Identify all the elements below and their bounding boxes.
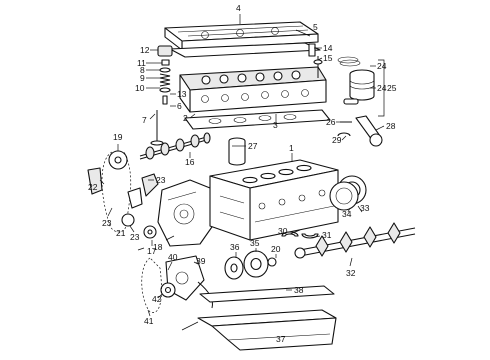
oil-pan-gasket [199, 285, 335, 303]
camshaft [139, 132, 211, 160]
head-gasket [184, 109, 331, 130]
callout-16: 16 [185, 157, 195, 167]
chain-tensioner [127, 187, 143, 209]
callout-41: 41 [144, 316, 154, 326]
callout-30: 30 [278, 226, 288, 236]
oil-pan [197, 309, 337, 351]
chain-guide-right [141, 173, 159, 197]
callout-18: 18 [153, 242, 163, 252]
callout-7: 7 [142, 115, 147, 125]
callout-labels: 4 5 1 2 3 12 11 8 9 10 13 6 7 14 15 27 1… [88, 3, 397, 344]
callout-32: 32 [346, 268, 356, 278]
callout-14: 14 [323, 43, 333, 53]
callout-38: 38 [294, 285, 304, 295]
callout-12: 12 [140, 45, 150, 55]
callout-21: 21 [116, 228, 126, 238]
callout-23-left: 23 [102, 218, 112, 228]
exhaust-valve-parts [308, 43, 323, 78]
callout-6: 6 [177, 101, 182, 111]
oil-pump-chain [141, 257, 162, 313]
valve-train-stack [157, 45, 173, 105]
callout-26: 26 [326, 117, 336, 127]
valve-cover [164, 21, 319, 51]
timing-cover [157, 179, 215, 247]
cylinder-head [179, 66, 327, 113]
crank-pulley [224, 256, 244, 280]
callout-5: 5 [313, 22, 318, 32]
crank-sprocket [121, 213, 135, 227]
piston-rings [337, 56, 361, 67]
main-bearing-upper [281, 231, 299, 237]
callout-20: 20 [271, 244, 281, 254]
callout-9: 9 [140, 73, 145, 83]
callout-40: 40 [168, 252, 178, 262]
callout-17: 17 [147, 246, 157, 256]
callout-24-lower: 24 [377, 83, 387, 93]
water-pump-pulley [143, 225, 157, 239]
rod-bearing [337, 132, 351, 137]
callout-11: 11 [137, 58, 146, 68]
oil-filter [228, 137, 246, 166]
crankshaft [294, 222, 416, 259]
callout-35: 35 [250, 238, 260, 248]
callout-27: 27 [248, 141, 258, 151]
crank-bolt [267, 257, 277, 267]
wrist-pin [343, 98, 359, 105]
callout-34: 34 [342, 209, 352, 219]
callout-42: 42 [152, 294, 162, 304]
callout-36: 36 [230, 242, 240, 252]
piston [349, 69, 375, 101]
callout-15: 15 [323, 53, 333, 63]
callout-23-upper: 23 [156, 175, 166, 185]
connecting-rod [355, 115, 383, 147]
callout-29: 29 [332, 135, 342, 145]
callout-2: 2 [183, 113, 188, 123]
callout-3: 3 [273, 120, 278, 130]
engine-block [209, 159, 339, 241]
callout-1: 1 [289, 143, 294, 153]
callout-24-upper: 24 [377, 61, 387, 71]
callout-8: 8 [140, 65, 145, 75]
oil-pump-sprocket [160, 282, 176, 298]
callout-37: 37 [276, 334, 286, 344]
callout-10: 10 [135, 83, 145, 93]
callout-19: 19 [113, 132, 123, 142]
callout-28: 28 [386, 121, 396, 131]
callout-23-lower: 23 [130, 232, 140, 242]
callout-31: 31 [322, 230, 332, 240]
rear-main-seal-housing [329, 175, 367, 211]
chain-guide-left [87, 167, 103, 195]
leader-lines [99, 14, 385, 331]
callout-4: 4 [236, 3, 241, 13]
cam-sprocket [108, 150, 128, 170]
callout-22: 22 [88, 182, 98, 192]
harmonic-balancer [243, 250, 269, 278]
callout-39: 39 [196, 256, 206, 266]
main-bearing-lower [301, 233, 319, 239]
callout-33: 33 [360, 203, 370, 213]
engine-valve [150, 110, 164, 146]
callout-25: 25 [387, 83, 397, 93]
callout-13: 13 [177, 89, 187, 99]
valve-cover-gasket [169, 42, 321, 58]
